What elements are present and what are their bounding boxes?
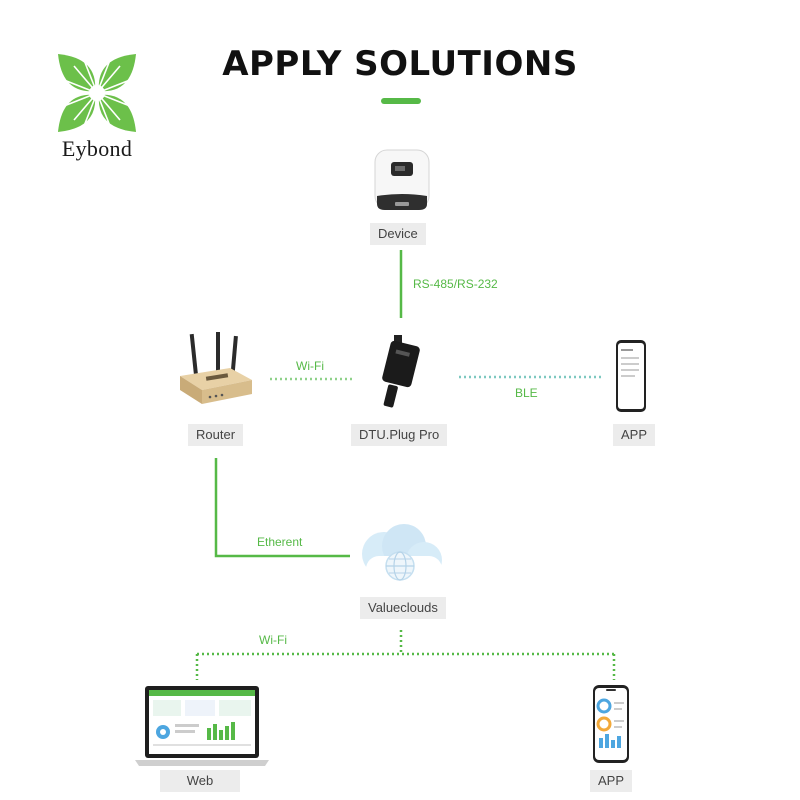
eybond-logo bbox=[58, 54, 136, 132]
dtu-plug-icon bbox=[382, 335, 420, 408]
wifi-router-label: Wi-Fi bbox=[296, 359, 324, 373]
cloud-icon bbox=[362, 524, 442, 582]
web-label: Web bbox=[160, 770, 240, 792]
ethernet-label: Etherent bbox=[257, 535, 303, 549]
phone-ble-icon bbox=[616, 340, 646, 412]
title-underline bbox=[381, 98, 421, 104]
ble-label: BLE bbox=[515, 386, 538, 400]
rs485-label: RS-485/RS-232 bbox=[413, 277, 498, 291]
dtu-label: DTU.Plug Pro bbox=[351, 424, 448, 446]
router-label: Router bbox=[188, 424, 244, 446]
app-cloud-label: APP bbox=[590, 770, 633, 792]
page-title: APPLY SOLUTIONS bbox=[222, 44, 578, 84]
ethernet-line bbox=[214, 458, 350, 558]
laptop-web-icon bbox=[135, 686, 269, 766]
inverter-device-icon bbox=[374, 149, 430, 210]
device-label: Device bbox=[370, 223, 426, 245]
wifi-cloud-label: Wi-Fi bbox=[259, 633, 287, 647]
cloud-label: Valueclouds bbox=[360, 597, 446, 619]
app-ble-label: APP bbox=[613, 424, 656, 446]
router-icon bbox=[180, 332, 252, 404]
brand-name: Eybond bbox=[61, 136, 133, 161]
phone-cloud-icon bbox=[593, 685, 629, 763]
